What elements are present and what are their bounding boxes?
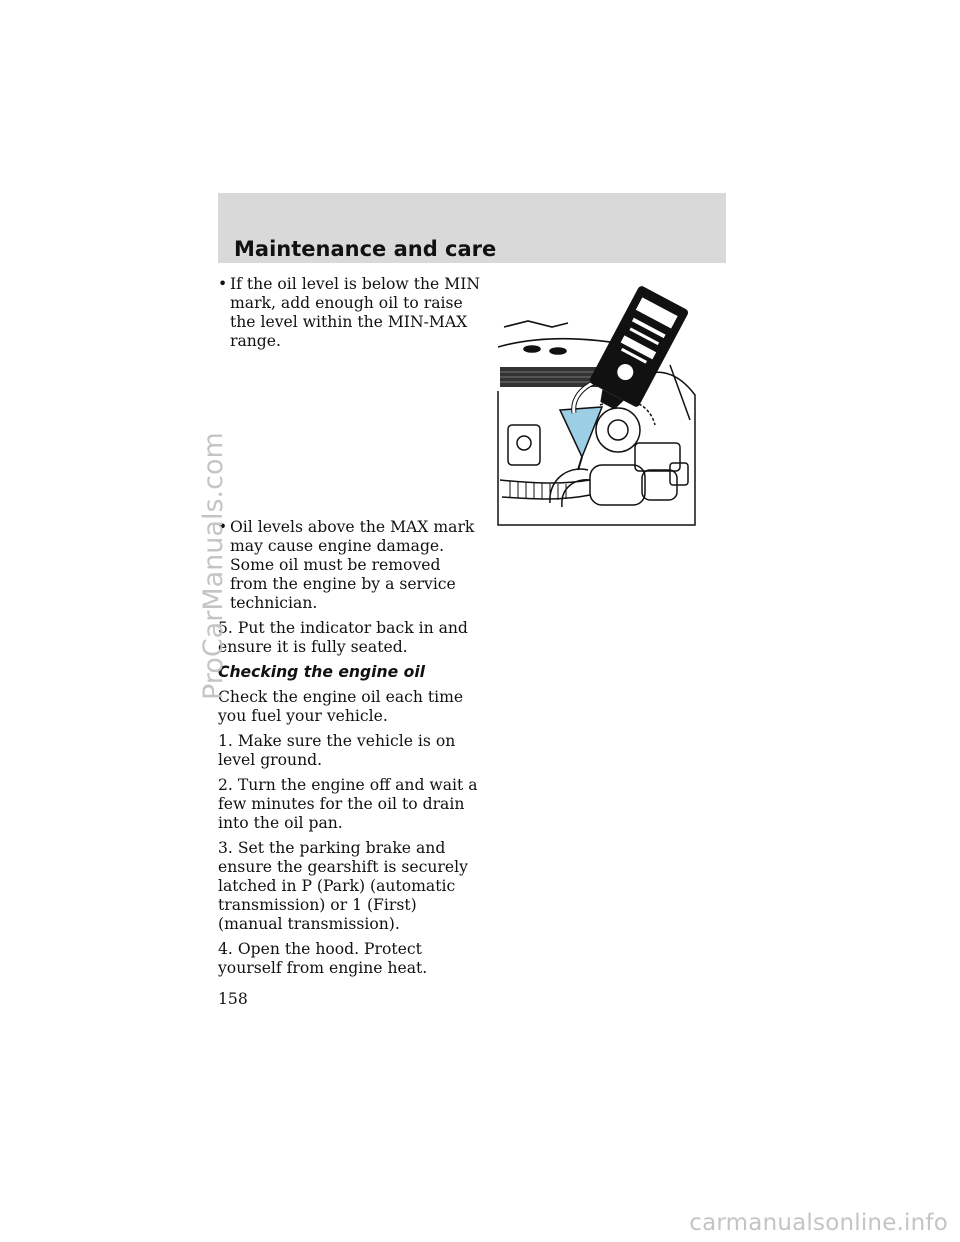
watermark: ProCarManuals.com xyxy=(198,432,229,700)
bullet-text: If the oil level is below the MIN mark, … xyxy=(230,275,481,350)
bullet-dot-icon: • xyxy=(218,518,228,536)
step-2: 2. Turn the engine off and wait a few mi… xyxy=(218,776,478,832)
bullet-item: • Oil levels above the MAX mark may caus… xyxy=(218,518,480,613)
bullet-dot-icon: • xyxy=(218,275,228,293)
section-title: Maintenance and care xyxy=(234,237,497,261)
intro-paragraph: Check the engine oil each time you fuel … xyxy=(218,688,464,725)
footer-watermark: carmanualsonline.info xyxy=(689,1210,948,1236)
section-header: Maintenance and care xyxy=(218,193,726,263)
bullet-text: Oil levels above the MAX mark may cause … xyxy=(230,518,475,612)
step-4: 4. Open the hood. Protect yourself from … xyxy=(218,940,428,977)
body-column: • If the oil level is below the MIN mark… xyxy=(218,275,480,984)
add-oil-illustration xyxy=(497,286,696,526)
bullet-item: • If the oil level is below the MIN mark… xyxy=(218,275,480,351)
step-5: 5. Put the indicator back in and ensure … xyxy=(218,619,468,656)
page-number: 158 xyxy=(218,990,248,1008)
section-heading: Checking the engine oil xyxy=(218,663,426,681)
step-1: 1. Make sure the vehicle is on level gro… xyxy=(218,732,456,769)
step-3: 3. Set the parking brake and ensure the … xyxy=(218,839,468,933)
